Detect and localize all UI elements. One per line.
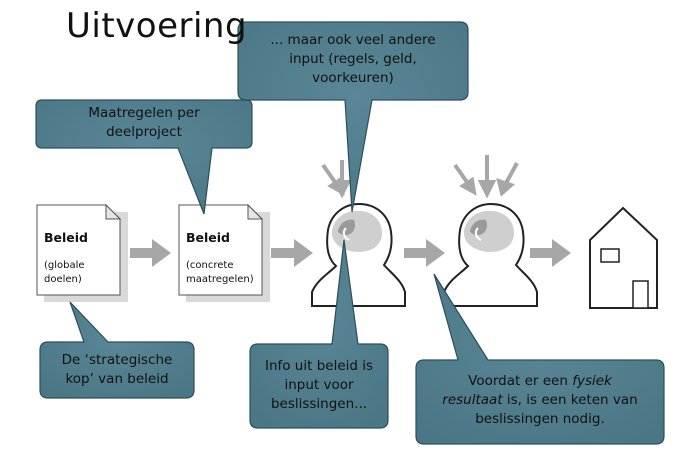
flow-arrow bbox=[271, 239, 313, 267]
callout-strategische-kop-text: De ‘strategische kop’ van beleid bbox=[40, 351, 194, 389]
house-icon bbox=[589, 206, 658, 309]
document-title: Beleid bbox=[186, 230, 231, 245]
callout-text: Voordat er een bbox=[468, 373, 573, 389]
callout-text: is, is een keten van bbox=[502, 392, 638, 408]
callout-line: Voordat er een fysiek bbox=[416, 372, 664, 391]
callout-info-text: Info uit beleid is input voor beslissing… bbox=[250, 357, 388, 414]
callout-line: beslissingen nodig. bbox=[475, 411, 605, 427]
document-subtitle-line1: (concrete bbox=[186, 260, 234, 271]
callout-line: voorkeuren) bbox=[312, 70, 394, 86]
document-title: Beleid bbox=[44, 230, 89, 245]
callout-line: deelproject bbox=[106, 124, 182, 140]
document-label-concreet: Beleid (concrete maatregelen) bbox=[186, 230, 254, 287]
callout-line: beslissingen... bbox=[270, 396, 368, 412]
document-subtitle-line1: (globale bbox=[44, 260, 85, 271]
callout-emphasis: fysiek bbox=[572, 373, 612, 389]
callout-keten-text: Voordat er een fysiek resultaat is, is e… bbox=[416, 372, 664, 429]
head-icon bbox=[311, 202, 406, 307]
document-icon bbox=[36, 203, 128, 302]
callout-line: resultaat is, is een keten van bbox=[416, 391, 664, 410]
callout-line: Info uit beleid is bbox=[264, 358, 374, 374]
callout-emphasis: resultaat bbox=[442, 392, 503, 408]
flow-arrow bbox=[404, 239, 445, 267]
callout-line: ... maar ook veel andere bbox=[270, 32, 436, 48]
callout-info bbox=[249, 239, 389, 429]
document-icon bbox=[178, 203, 270, 302]
document-subtitle-line2: doelen) bbox=[44, 274, 82, 285]
input-arrows bbox=[453, 155, 519, 199]
callout-strategische-kop bbox=[39, 301, 195, 399]
callout-line: input voor bbox=[284, 377, 354, 393]
callout-maatregelen-text: Maatregelen per deelproject bbox=[36, 104, 252, 142]
flow-arrow bbox=[530, 239, 571, 267]
callout-maatregelen bbox=[35, 99, 253, 215]
callout-andere-input-text: ... maar ook veel andere input (regels, … bbox=[238, 31, 468, 88]
callout-line: Maatregelen per bbox=[88, 105, 200, 121]
callout-line: kop’ van beleid bbox=[65, 371, 169, 387]
callout-keten bbox=[415, 273, 665, 445]
document-subtitle-line2: maatregelen) bbox=[186, 274, 254, 285]
head-icon bbox=[443, 202, 538, 307]
flow-arrow bbox=[130, 239, 171, 267]
callout-line: input (regels, geld, bbox=[289, 51, 417, 67]
document-label-globaal: Beleid (globale doelen) bbox=[44, 230, 88, 287]
page-title: Uitvoering bbox=[66, 6, 248, 46]
callout-andere-input bbox=[237, 21, 469, 213]
callout-line: De ‘strategische bbox=[61, 352, 173, 368]
